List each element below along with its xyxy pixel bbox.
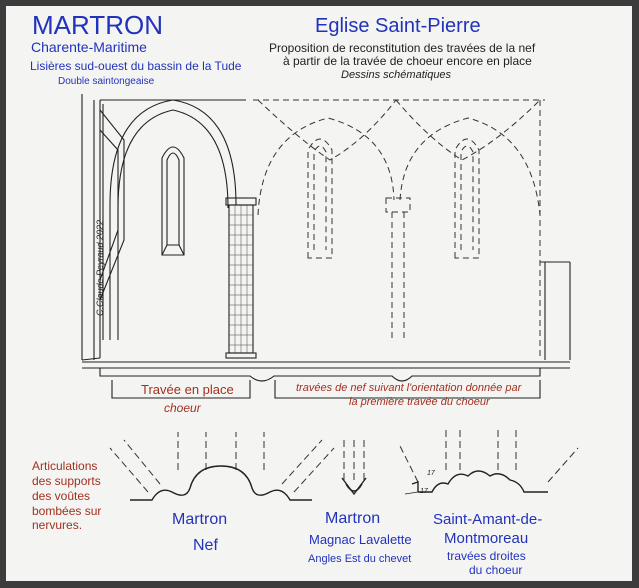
angle-mark-1: 17 (427, 470, 435, 477)
choir-label: choeur (164, 401, 201, 415)
caption-magnac-3: Angles Est du chevet (308, 553, 412, 565)
legend-line-1: Articulations (32, 459, 98, 473)
region-label: Lisières sud-ouest du bassin de la Tude (30, 59, 242, 73)
bay-in-place-label: Travée en place (141, 382, 234, 397)
nave-bays-line-1: travées de nef suivant l'orientation don… (296, 382, 522, 394)
caption-martron-nef-2: Nef (193, 537, 218, 554)
caption-saint-amant-1: Saint-Amant-de- (433, 511, 543, 528)
legend-line-3: des voûtes (32, 489, 91, 503)
legend-line-2: des supports (32, 474, 101, 488)
caption-magnac-2: Magnac Lavalette (309, 532, 412, 547)
caption-saint-amant-4: du choeur (469, 563, 523, 577)
caption-saint-amant-3: travées droites (447, 549, 526, 563)
description-line-2: à partir de la travée de choeur encore e… (283, 54, 532, 68)
schematic-note: Dessins schématiques (341, 69, 452, 81)
department-label: Charente-Maritime (31, 39, 147, 55)
caption-martron-nef-1: Martron (172, 511, 228, 528)
legend-line-5: nervures. (32, 518, 83, 532)
caption-saint-amant-2: Montmoreau (444, 530, 529, 547)
church-title: Eglise Saint-Pierre (315, 15, 481, 37)
description-line-1: Proposition de reconstitution des travée… (269, 41, 536, 55)
caption-magnac-1: Martron (325, 510, 381, 527)
nave-bays-line-2: la première travée du choeur (349, 396, 490, 408)
angle-mark-2: 17 (420, 488, 428, 495)
double-label: Double saintongeaise (58, 76, 155, 87)
page-title: MARTRON (32, 10, 163, 40)
legend-line-4: bombées sur (32, 504, 102, 518)
